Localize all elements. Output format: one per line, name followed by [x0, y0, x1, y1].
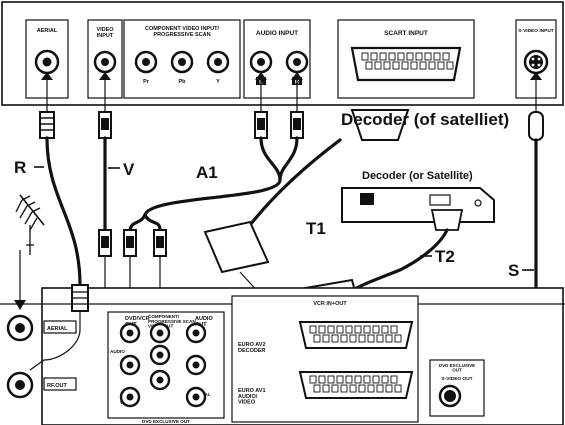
device-scart-pins — [309, 325, 402, 393]
device-aerial-label: AERIAL — [47, 326, 68, 332]
tv-aerial-label: AERIAL — [37, 28, 58, 34]
audio-cable-a1-right — [278, 136, 299, 182]
scart-plug-top — [350, 109, 410, 141]
label-v: V — [123, 160, 135, 179]
antenna-icon — [15, 194, 45, 255]
label-s: S — [508, 261, 519, 280]
label-t1: T1 — [306, 219, 326, 238]
tv-svideo-input-label: S-VIDEO INPUT — [518, 28, 554, 34]
decoder-scart-plug — [430, 209, 464, 231]
vcr-in-out-label: VCR IN+OUT — [313, 301, 347, 307]
svideo-out-label: S-VIDEO OUT — [441, 376, 472, 382]
device-rf-out-label: RF.OUT — [47, 383, 68, 389]
decoder-satelliet-label: Decoder (of satelliet) — [341, 110, 509, 129]
tv-audio-input-label: AUDIO INPUT — [256, 30, 298, 37]
aerial-cable-r — [45, 136, 82, 287]
component-pr-label: Pr — [143, 79, 150, 85]
component-pb-label: Pb — [178, 79, 186, 85]
av-out-jacks — [119, 322, 207, 408]
tv-scart-input-label: SCART INPUT — [384, 30, 428, 37]
component-y-label: Y — [216, 79, 220, 85]
decoder-satellite-label: Decoder (or Satellite) — [362, 170, 473, 182]
dvd-exclusive-out-label: DVD EXCLUSIVE OUT — [142, 419, 190, 424]
aerial-plug-top — [39, 111, 55, 139]
audio-cable-a1-left — [143, 136, 282, 217]
label-a1: A1 — [196, 163, 218, 182]
scart-cable-t1 — [248, 138, 342, 227]
device-scart-block — [231, 295, 419, 423]
tv-scart-pins — [361, 52, 454, 70]
label-r: R — [14, 158, 26, 177]
svideo-plug-top — [528, 111, 544, 141]
scart-plug-t1 — [203, 220, 270, 274]
tv-component-input-label: COMPONENT VIDEO INPUT/PROGRESSIVE SCAN — [145, 26, 219, 38]
audio-side-label: AUDIO — [110, 349, 125, 354]
scart-cable-t2 — [348, 228, 449, 294]
label-t2: T2 — [435, 247, 455, 266]
